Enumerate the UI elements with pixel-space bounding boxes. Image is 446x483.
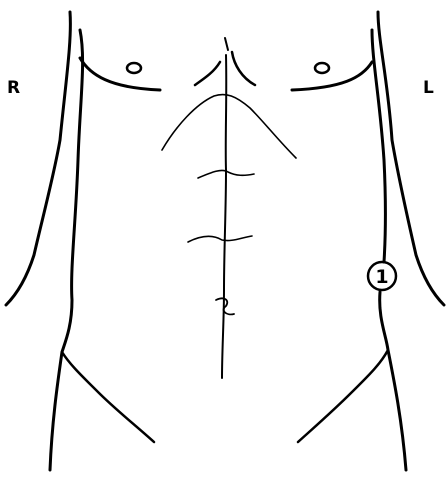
sternal-notch-left: [195, 62, 220, 85]
left-side-label: L: [423, 80, 434, 97]
left-arm-outline: [378, 12, 444, 305]
right-inguinal-line: [62, 352, 154, 442]
costal-arch: [162, 95, 296, 159]
right-flank-outline: [50, 30, 83, 470]
left-inguinal-line: [298, 350, 388, 442]
right-side-label: R: [7, 80, 20, 97]
umbilicus: [216, 298, 234, 314]
sternal-notch-right: [232, 52, 255, 85]
right-arm-outline: [6, 12, 70, 305]
right-chest-curve: [80, 58, 160, 90]
right-nipple: [127, 63, 141, 73]
left-nipple: [315, 63, 329, 73]
sternal-top: [225, 38, 228, 50]
tendinous-line-2: [188, 236, 252, 242]
left-chest-curve: [292, 62, 372, 90]
linea-alba: [222, 55, 226, 378]
marker-1-label: 1: [375, 266, 388, 288]
